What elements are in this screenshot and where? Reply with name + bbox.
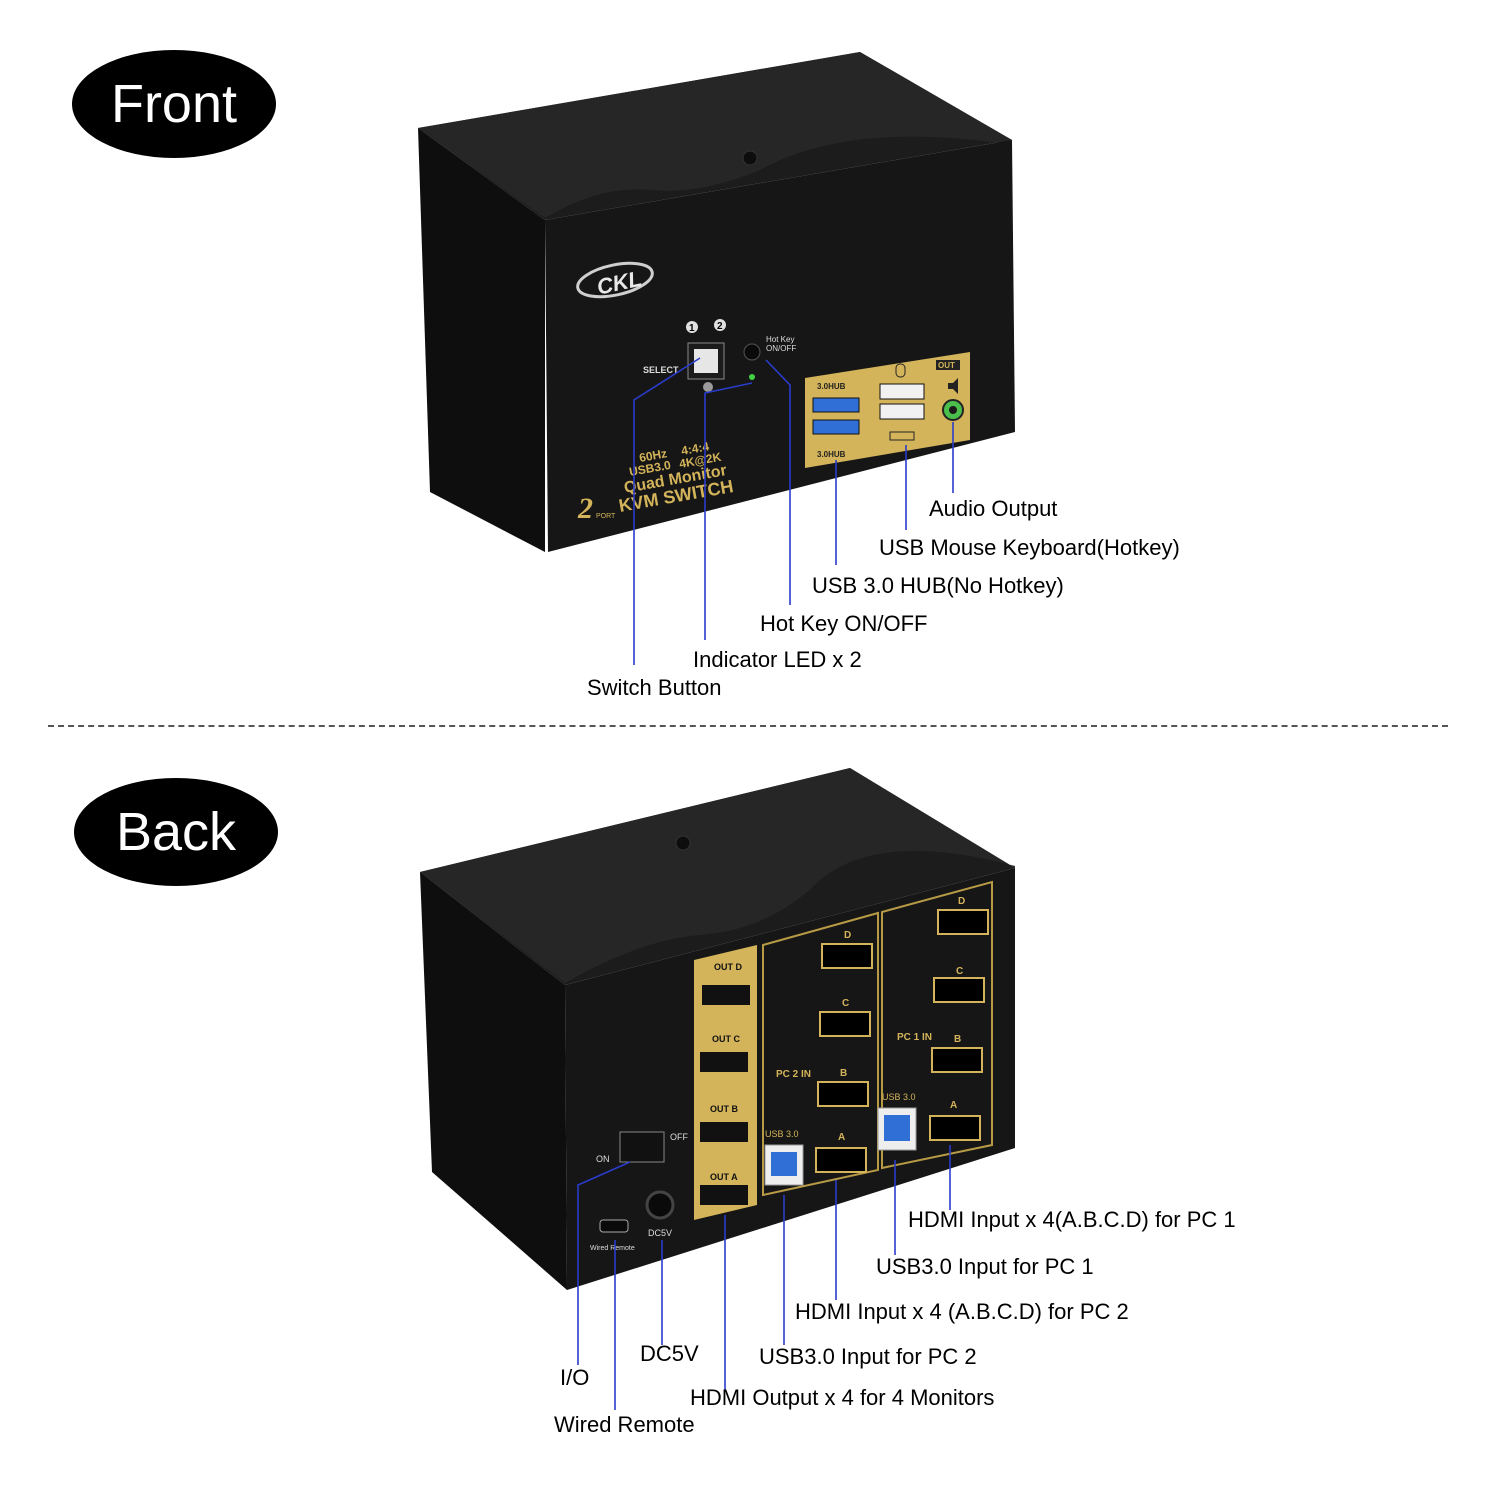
- led-1-icon: [703, 382, 713, 392]
- hdmi-pc2-c-port[interactable]: [819, 1011, 871, 1037]
- usb-pc1-insert: [884, 1115, 910, 1141]
- back-screw-icon: [675, 835, 691, 851]
- hdmi-out-d-port[interactable]: [702, 985, 750, 1005]
- back-device-lid: [420, 768, 1015, 983]
- usb-pc2-insert: [771, 1152, 797, 1176]
- leader-indicator-led: [704, 382, 753, 640]
- front-device-side: [418, 128, 545, 552]
- pc1-a-letter: A: [950, 1100, 957, 1111]
- spec-refresh: 60Hz: [638, 446, 668, 465]
- back-leader-lines: [577, 1145, 951, 1410]
- label-usb-hub: USB 3.0 HUB(No Hotkey): [812, 573, 1064, 598]
- spec-chroma: 4:4:4: [680, 439, 710, 458]
- dc-jack-label: DC5V: [648, 1228, 672, 1238]
- hdmi-pc1-a-port[interactable]: [929, 1115, 981, 1141]
- out-b-label: OUT B: [710, 1104, 738, 1114]
- label-hdmi-pc1: HDMI Input x 4(A.B.C.D) for PC 1: [908, 1207, 1236, 1232]
- label-switch-button: Switch Button: [587, 675, 722, 700]
- label-usb-pc2: USB3.0 Input for PC 2: [759, 1344, 977, 1369]
- hub-bottom-label: 3.0HUB: [817, 450, 846, 459]
- usb-mouse-port[interactable]: [879, 383, 925, 400]
- pc1-d-letter: D: [958, 896, 965, 907]
- label-usb-pc1: USB3.0 Input for PC 1: [876, 1254, 1094, 1279]
- pc1-b-letter: B: [954, 1034, 961, 1045]
- port-count: 2: [577, 492, 593, 525]
- pc1-c-letter: C: [956, 966, 963, 977]
- hdmi-pc1-d-port[interactable]: [937, 909, 989, 935]
- pc2-input-panel: [762, 911, 879, 1197]
- label-hot-key: Hot Key ON/OFF: [760, 611, 928, 636]
- keyboard-icon: [889, 431, 915, 441]
- pc2-d-letter: D: [844, 930, 851, 941]
- pc1-usb-label: USB 3.0: [882, 1092, 916, 1102]
- leader-switch-button: [633, 357, 701, 665]
- pc2-in-label: PC 2 IN: [776, 1069, 811, 1080]
- section-divider: [48, 725, 1448, 727]
- pc2-a-letter: A: [838, 1132, 845, 1143]
- front-device-lid: [418, 52, 1012, 218]
- pc1-input-panel: [881, 880, 993, 1170]
- port-1-number: 1: [689, 323, 695, 334]
- back-device-face: [565, 868, 1015, 1290]
- label-wired-remote: Wired Remote: [554, 1412, 695, 1437]
- hdmi-out-a-port[interactable]: [700, 1185, 748, 1205]
- port-2-number: 2: [717, 321, 723, 332]
- hub-top-label: 3.0HUB: [817, 382, 846, 391]
- port-2-marker-icon: [714, 319, 726, 331]
- front-leader-lines: [633, 357, 954, 665]
- wired-remote-port[interactable]: [599, 1219, 629, 1233]
- back-device-side: [420, 872, 567, 1290]
- out-a-label: OUT A: [710, 1172, 738, 1182]
- label-io: I/O: [560, 1365, 590, 1390]
- usb-keyboard-port[interactable]: [879, 403, 925, 420]
- ckl-logo-icon: [576, 261, 654, 299]
- audio-jack-hole: [949, 406, 957, 414]
- audio-out-label: OUT: [938, 361, 955, 370]
- hotkey-label-1: Hot Key: [766, 335, 794, 344]
- switch-button[interactable]: [694, 349, 718, 373]
- wired-remote-panel-label: Wired Remote: [590, 1245, 635, 1252]
- pc1-in-label: PC 1 IN: [897, 1032, 932, 1043]
- pc2-usb-label: USB 3.0: [765, 1129, 799, 1139]
- label-audio-output: Audio Output: [929, 496, 1058, 521]
- port-1-marker-icon: [686, 321, 698, 333]
- hotkey-label-2: ON/OFF: [766, 344, 796, 353]
- mouse-icon: [895, 363, 906, 378]
- pc2-c-letter: C: [842, 998, 849, 1009]
- led-2-icon: [749, 374, 755, 380]
- hdmi-out-c-port[interactable]: [700, 1052, 748, 1072]
- leader-hot-key: [765, 359, 791, 605]
- hdmi-pc2-a-port[interactable]: [815, 1147, 867, 1173]
- hdmi-pc2-b-port[interactable]: [817, 1081, 869, 1107]
- label-dc5v: DC5V: [640, 1341, 699, 1366]
- back-title: Back: [74, 778, 278, 886]
- usb-hub-port-2[interactable]: [812, 419, 860, 435]
- label-indicator-led: Indicator LED x 2: [693, 647, 862, 672]
- hotkey-button[interactable]: [743, 343, 761, 361]
- select-label: SELECT: [643, 365, 679, 375]
- front-title: Front: [72, 50, 276, 158]
- hdmi-pc1-b-port[interactable]: [931, 1047, 983, 1073]
- out-c-label: OUT C: [712, 1034, 740, 1044]
- hdmi-out-b-port[interactable]: [700, 1122, 748, 1142]
- power-on-label: ON: [596, 1154, 610, 1164]
- hdmi-pc2-d-port[interactable]: [821, 943, 873, 969]
- hdmi-output-panel: [694, 945, 757, 1220]
- front-screw-icon: [742, 150, 758, 166]
- pc2-b-letter: B: [840, 1068, 847, 1079]
- out-badge: [936, 360, 960, 370]
- label-hdmi-output: HDMI Output x 4 for 4 Monitors: [690, 1385, 995, 1410]
- leader-io: [577, 1161, 631, 1365]
- label-usb-mouse-keyboard: USB Mouse Keyboard(Hotkey): [879, 535, 1180, 560]
- dc-jack[interactable]: [645, 1190, 675, 1220]
- port-word: PORT: [596, 513, 616, 520]
- label-hdmi-pc2: HDMI Input x 4 (A.B.C.D) for PC 2: [795, 1299, 1129, 1324]
- power-off-label: OFF: [670, 1132, 688, 1142]
- power-switch[interactable]: [619, 1131, 665, 1163]
- hdmi-pc1-c-port[interactable]: [933, 977, 985, 1003]
- speaker-icon: [948, 378, 958, 394]
- usb-hub-port-1[interactable]: [812, 397, 860, 413]
- out-d-label: OUT D: [714, 962, 742, 972]
